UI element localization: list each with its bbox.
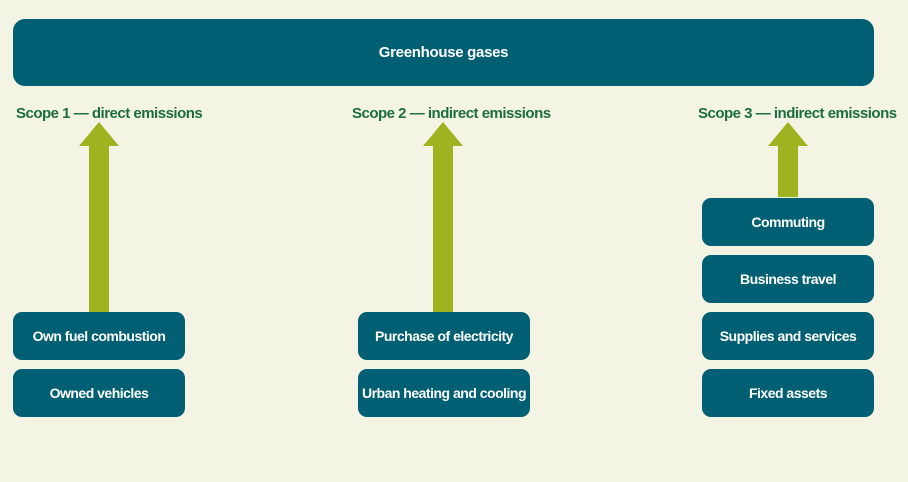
source-owned-vehicles: Owned vehicles <box>13 369 185 417</box>
source-purchase-of-electricity: Purchase of electricity <box>358 312 530 360</box>
source-business-travel: Business travel <box>702 255 874 303</box>
source-supplies-and-services: Supplies and services <box>702 312 874 360</box>
banner-title: Greenhouse gases <box>378 44 509 61</box>
scope-2-arrow-icon <box>423 122 463 312</box>
source-fixed-assets: Fixed assets <box>702 369 874 417</box>
source-commuting: Commuting <box>702 198 874 246</box>
source-urban-heating-and-cooling: Urban heating and cooling <box>358 369 530 417</box>
scope-2-label: Scope 2 — indirect emissions <box>352 105 551 122</box>
scope-3-arrow-icon <box>768 122 808 197</box>
greenhouse-gases-banner: Greenhouse gases <box>13 19 874 86</box>
source-own-fuel-combustion: Own fuel combustion <box>13 312 185 360</box>
scope-1-label: Scope 1 — direct emissions <box>16 105 203 122</box>
scope-1-arrow-icon <box>79 122 119 312</box>
scope-3-label: Scope 3 — indirect emissions <box>698 105 897 122</box>
